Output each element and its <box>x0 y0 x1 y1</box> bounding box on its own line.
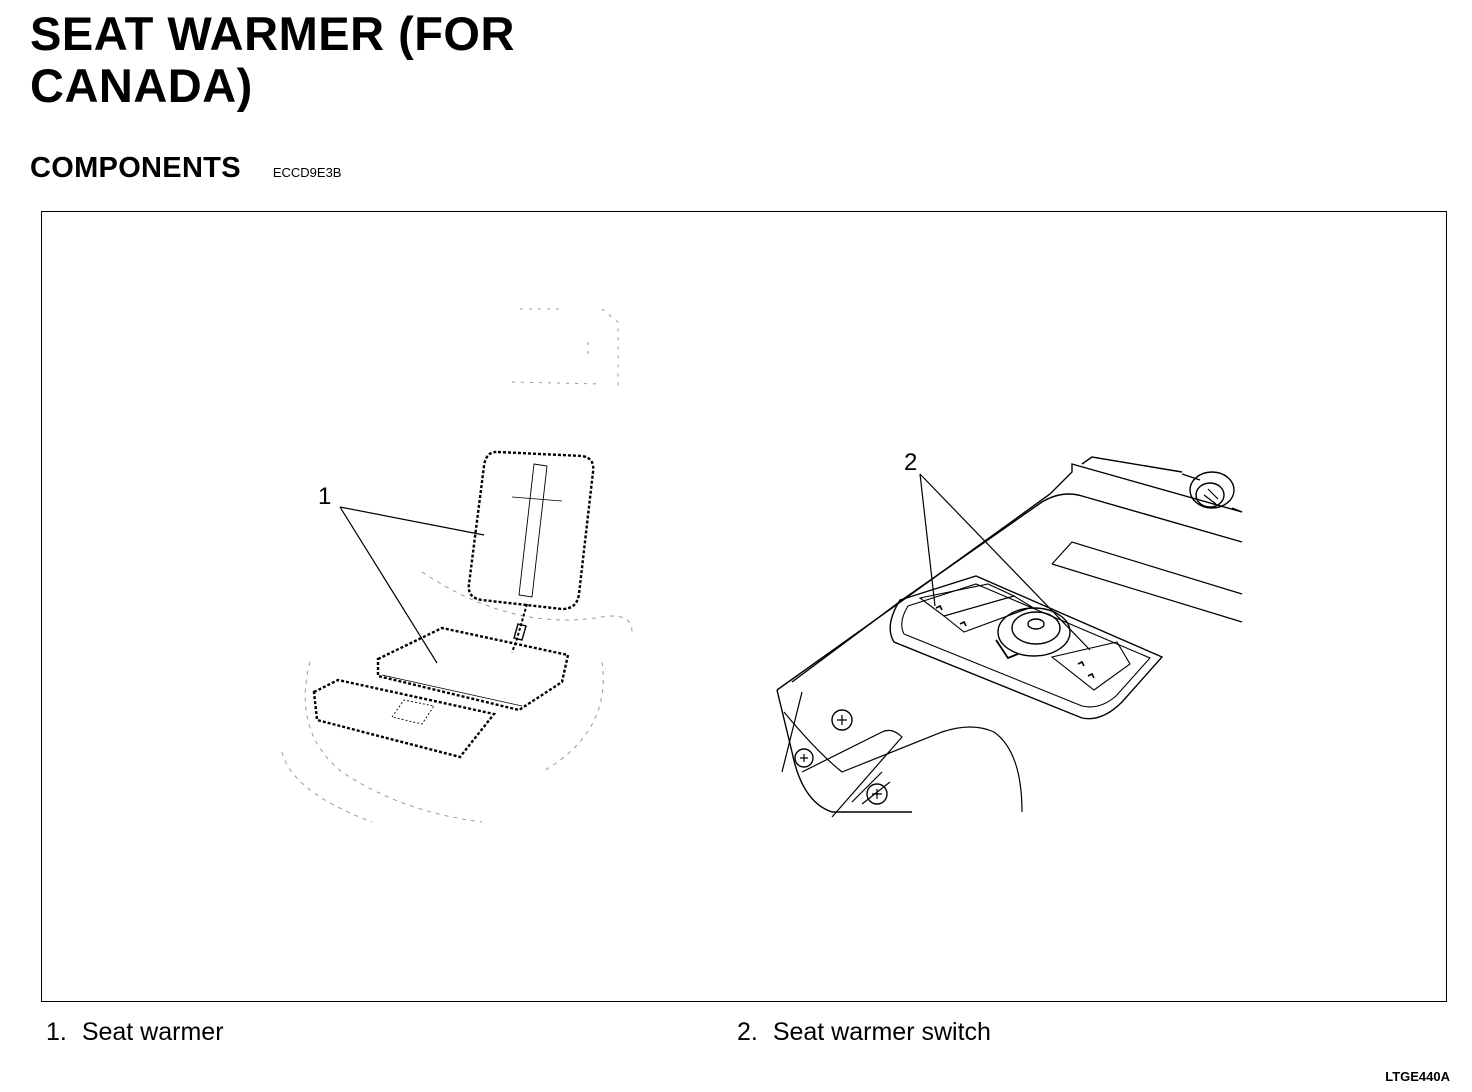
component-illustration: 1 <box>281 308 1243 823</box>
title-line-2: CANADA) <box>30 59 253 112</box>
section-title: COMPONENTS <box>30 152 241 184</box>
component-figure: 1 <box>41 211 1447 1002</box>
callout-2: 2 <box>904 449 917 476</box>
caption-2-label: Seat warmer switch <box>772 1018 991 1046</box>
caption-1-label: Seat warmer <box>81 1018 224 1046</box>
caption-seat-warmer: 1. Seat warmer <box>46 1018 224 1047</box>
caption-2-number: 2. <box>737 1018 758 1046</box>
caption-seat-warmer-switch: 2. Seat warmer switch <box>737 1018 991 1047</box>
page-title: SEAT WARMER (FOR CANADA) <box>30 8 515 112</box>
callout-1: 1 <box>318 483 331 510</box>
caption-1-number: 1. <box>46 1018 67 1046</box>
title-line-1: SEAT WARMER (FOR <box>30 7 515 60</box>
section-header: COMPONENTS ECCD9E3B <box>30 152 341 185</box>
section-code: ECCD9E3B <box>272 165 342 180</box>
seat-illustration <box>281 308 633 823</box>
figure-code: LTGE440A <box>1385 1069 1450 1084</box>
console-illustration <box>776 456 1243 818</box>
